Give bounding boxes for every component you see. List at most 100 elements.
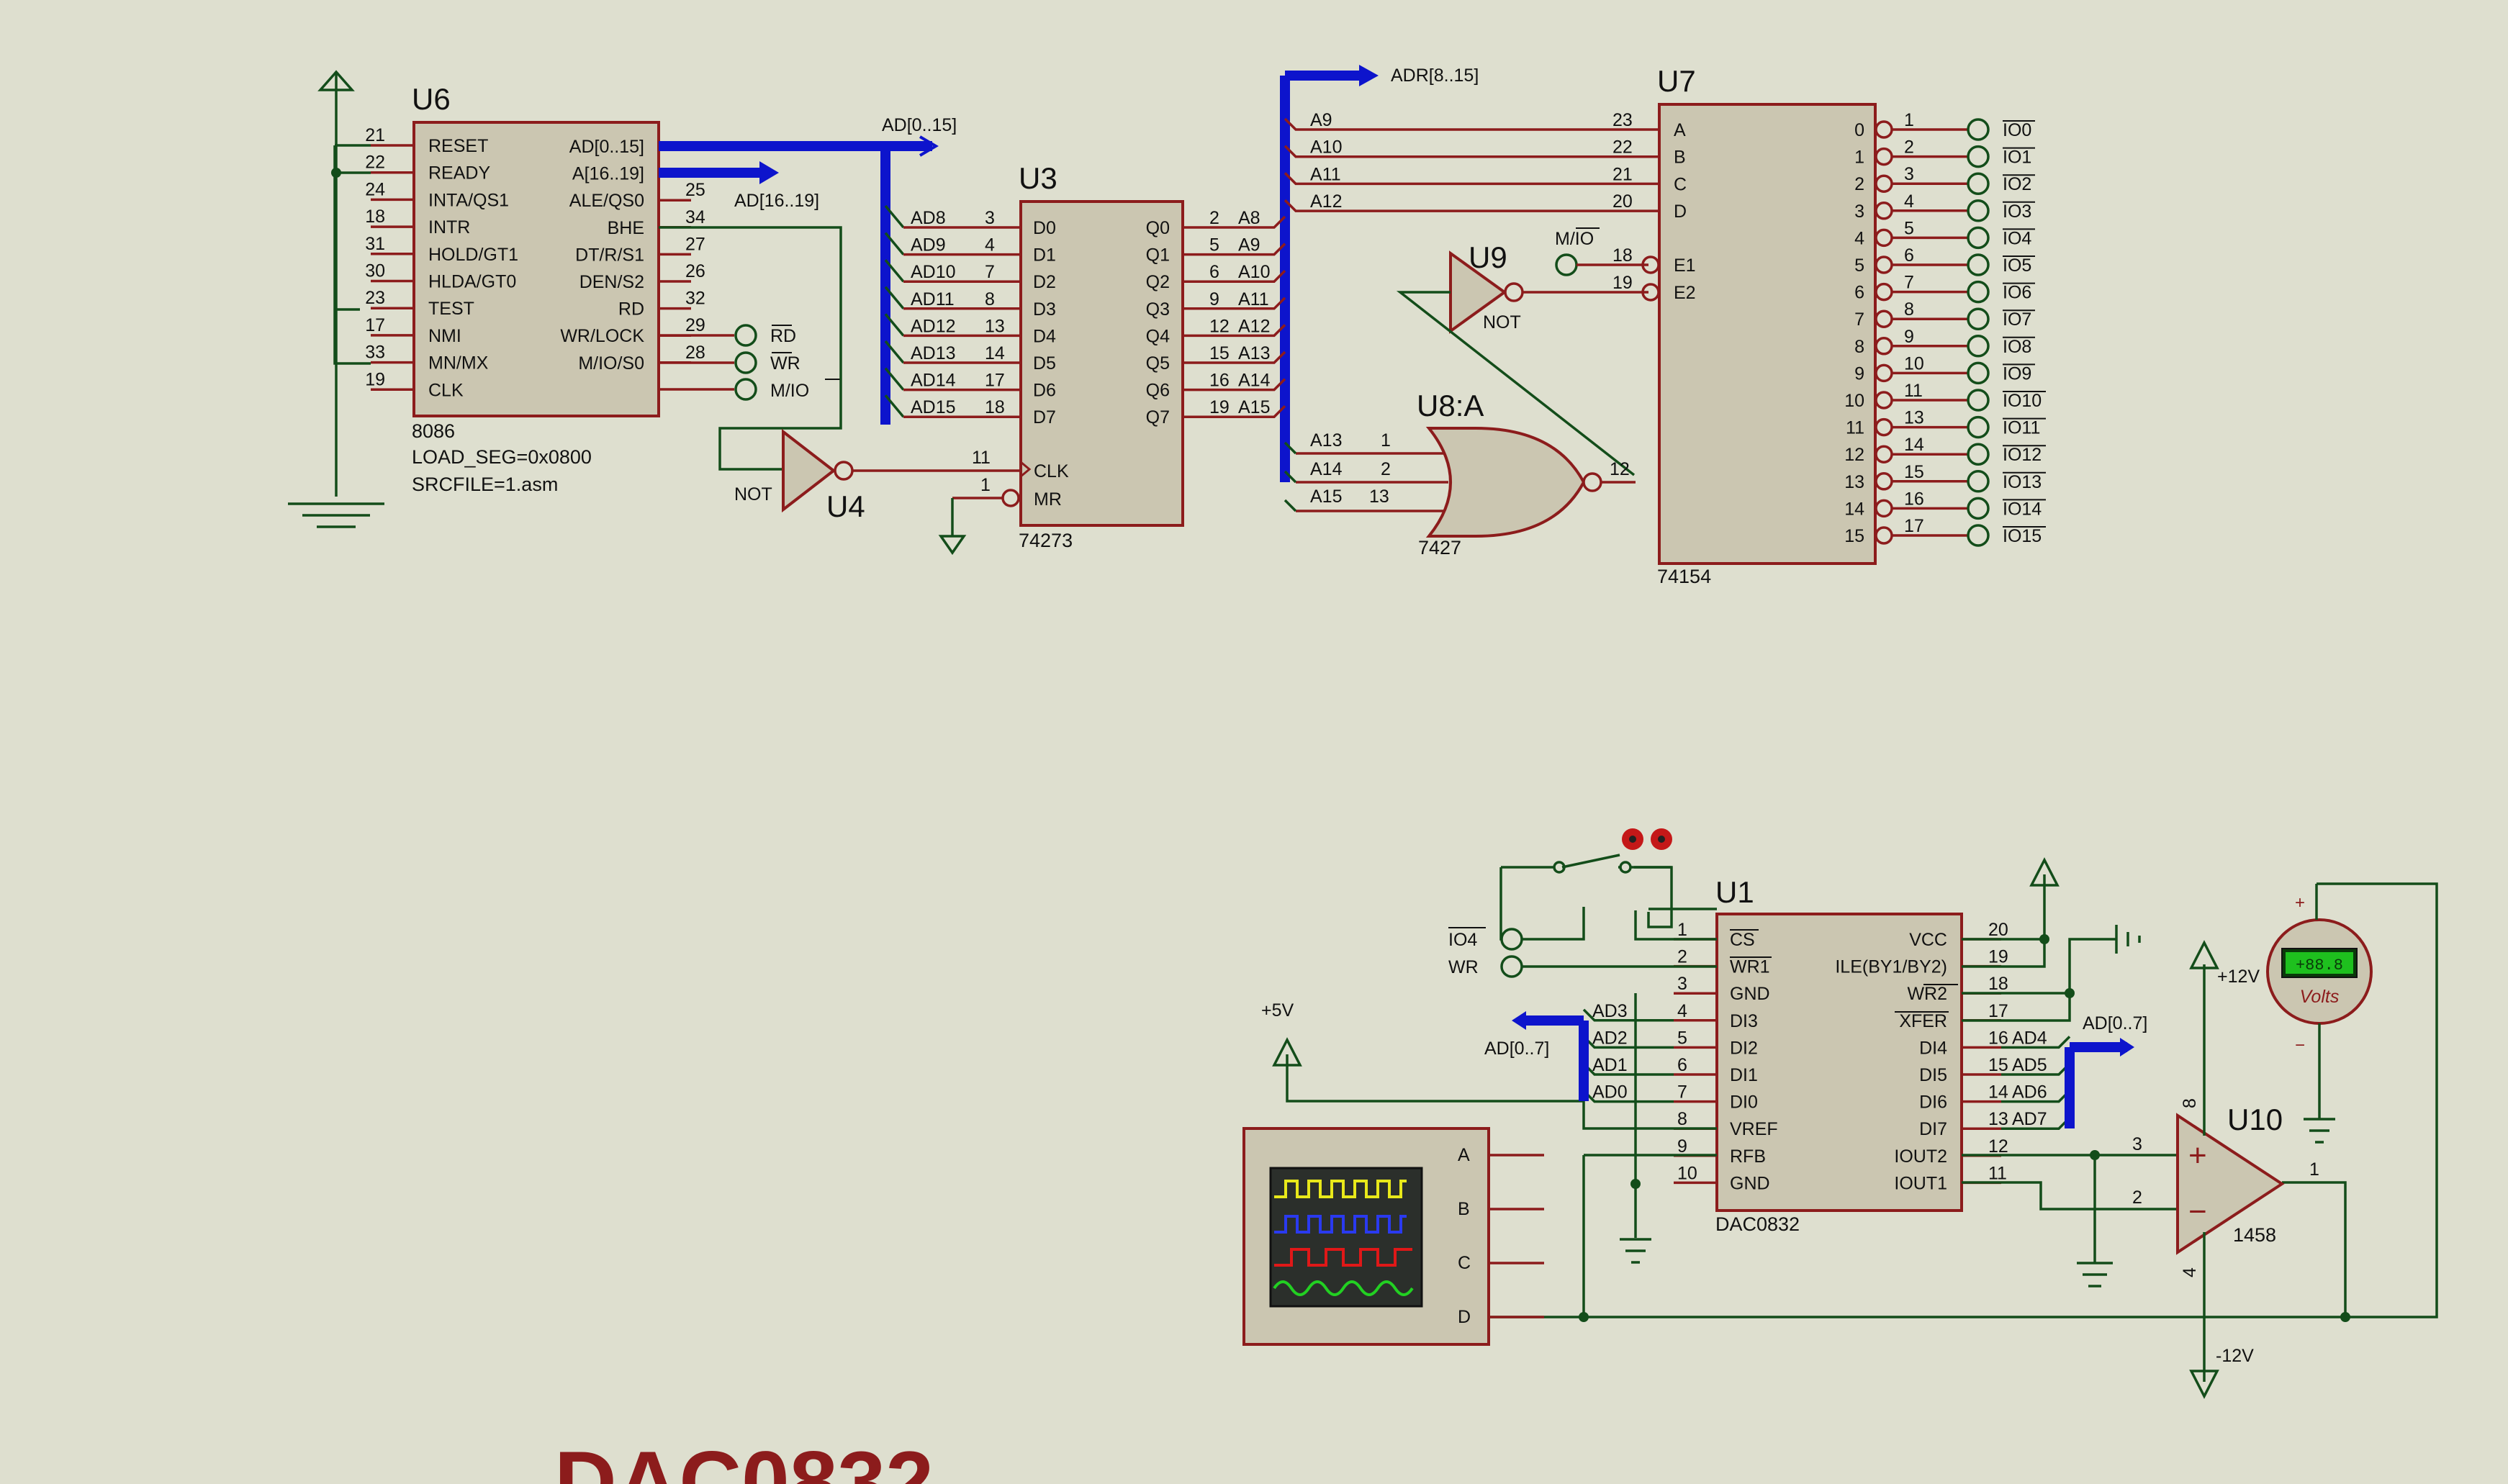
u1-right-pin-name: DI4 (1919, 1038, 1947, 1058)
u3-d-num: 18 (985, 397, 1005, 417)
voltmeter[interactable]: +88.8 Volts + − (2266, 884, 2373, 1144)
u7-output-net: IO12 (2003, 445, 2042, 465)
u7-output-index: 7 (1854, 309, 1864, 330)
u1-right-pin-num: 12 (1988, 1136, 2008, 1157)
u3-d-name: D2 (1033, 272, 1056, 292)
u6-left-pin-num: 18 (365, 207, 385, 227)
u10-pin-out: 1 (2309, 1159, 2319, 1180)
u7-input-net: A9 (1310, 110, 1332, 130)
u7-output-num: 5 (1904, 218, 1914, 238)
voltmeter-display: +88.8 (2296, 956, 2343, 974)
u1-right-pin-num: 11 (1988, 1163, 2007, 1183)
u7-output-index: 3 (1854, 202, 1864, 222)
u7-output-net: IO3 (2003, 202, 2031, 222)
u7-input-name: D (1674, 202, 1687, 222)
u4-not-gate (782, 428, 836, 513)
u3-d-net: AD14 (911, 371, 956, 391)
u3-d-name: D5 (1033, 353, 1056, 374)
u3-q-name: Q5 (1146, 353, 1170, 374)
u1-left-pin-name: DI1 (1730, 1065, 1758, 1085)
u3-d-net: AD9 (911, 235, 946, 255)
u6-right-pin-name: WR/LOCK (560, 326, 644, 346)
u1-left-pin-name: RFB (1730, 1146, 1766, 1167)
u6-left-pin-name: INTR (428, 217, 470, 237)
u7-output-net: IO4 (2003, 228, 2031, 248)
u3-q-num: 6 (1209, 262, 1219, 282)
u3-q-num: 12 (1209, 316, 1230, 336)
buses: AD[0..15] AD[16..19] ADR[8..15] (659, 65, 1479, 482)
u8a-in1-num: 1 (1381, 430, 1391, 451)
u6-body (412, 121, 660, 417)
oscilloscope[interactable]: A B C D (1242, 1127, 1544, 1346)
u6-ref: U6 (412, 82, 451, 116)
u3-d-name: D6 (1033, 381, 1056, 401)
u1-terminal-io4: IO4 (1448, 930, 1477, 950)
u1-left-pin-name: GND (1730, 984, 1770, 1004)
u8a-7427-nor-gate[interactable]: U8:A 7427 A13 A14 A15 1 2 13 12 (1284, 389, 1636, 558)
u6-right-pin-num: 27 (685, 234, 705, 254)
u6-right-pin-name: ALE/QS0 (569, 191, 644, 211)
u6-left-pin-name: MN/MX (428, 353, 489, 374)
u3-q-name: Q7 (1146, 407, 1170, 427)
u6-prop-srcfile: SRCFILE=1.asm (412, 474, 558, 495)
u3-d-name: D7 (1033, 407, 1056, 427)
u7-output-index: 15 (1844, 526, 1864, 546)
u7-input-num: 23 (1612, 110, 1633, 130)
u7-ref: U7 (1657, 64, 1696, 98)
u7-output-index: 10 (1844, 391, 1864, 411)
u6-right-pin-num: 26 (685, 261, 705, 281)
u7-output-num: 4 (1904, 191, 1914, 212)
u1-left-pin-name: VREF (1730, 1119, 1778, 1139)
u3-clk-num: 11 (972, 448, 991, 468)
scope-ch-a: A (1458, 1145, 1470, 1165)
u8a-in3-net: A15 (1310, 487, 1342, 507)
u6-left-pin-num: 23 (365, 288, 385, 308)
u6-left-pin-name: TEST (428, 299, 474, 319)
u6-prop-loadseg: LOAD_SEG=0x0800 (412, 446, 592, 468)
u6-8086-cpu[interactable]: U6 8086 LOAD_SEG=0x0800 SRCFILE=1.asm 21… (365, 82, 705, 495)
u1-left-pin-name: DI2 (1730, 1038, 1758, 1058)
u3-clk-label: CLK (1034, 461, 1069, 481)
u1-right-pin-net: AD5 (2012, 1055, 2047, 1075)
u3-q-net: A15 (1238, 397, 1270, 417)
u3-q-name: Q4 (1146, 326, 1170, 346)
u7-enable-name: E1 (1674, 255, 1696, 276)
u3-d-net: AD8 (911, 208, 946, 228)
u7-output-num: 7 (1904, 273, 1914, 293)
u3-q-name: Q1 (1146, 245, 1170, 266)
u3-q-net: A8 (1238, 208, 1260, 228)
u9-not-gate[interactable]: U9 NOT M/IO (1396, 227, 1648, 476)
u10-pin-vee: 4 (2180, 1267, 2200, 1277)
u3-d-num: 17 (985, 371, 1005, 391)
u7-input-num: 20 (1612, 191, 1633, 212)
voltmeter-minus: − (2295, 1036, 2305, 1055)
scope-ch-d: D (1458, 1307, 1471, 1327)
u3-q-net: A13 (1238, 343, 1270, 363)
u3-q-net: A10 (1238, 262, 1270, 282)
trace-b (1274, 1215, 1407, 1234)
u7-output-num: 10 (1904, 353, 1924, 374)
u7-output-index: 5 (1854, 255, 1864, 276)
u7-output-num: 17 (1904, 516, 1924, 536)
rd-terminal (734, 324, 757, 347)
u10-1458-opamp[interactable]: U10 1458 + − 3 2 1 +12V 8 -12V 4 (2132, 940, 2319, 1399)
u1-part: DAC0832 (1715, 1213, 1800, 1235)
u7-output-net: IO15 (2003, 526, 2042, 546)
u3-d-net: AD15 (911, 397, 956, 417)
u6-left-pin-name: RESET (428, 136, 488, 156)
u6-left-pin-num: 24 (365, 179, 385, 199)
u1-left-pin-name: GND (1730, 1173, 1770, 1193)
u6-right-pin-name: RD (618, 299, 644, 320)
u7-output-num: 9 (1904, 327, 1914, 347)
bus-label-ad0-7-right: AD[0..7] (2083, 1013, 2147, 1033)
u8a-ref: U8:A (1417, 389, 1484, 422)
u10-minus: − (2188, 1194, 2207, 1229)
plus5v-label: +5V (1261, 1000, 1294, 1021)
u1-right-pin-name: WR2 (1907, 984, 1947, 1004)
u3-d-net: AD12 (911, 316, 956, 336)
